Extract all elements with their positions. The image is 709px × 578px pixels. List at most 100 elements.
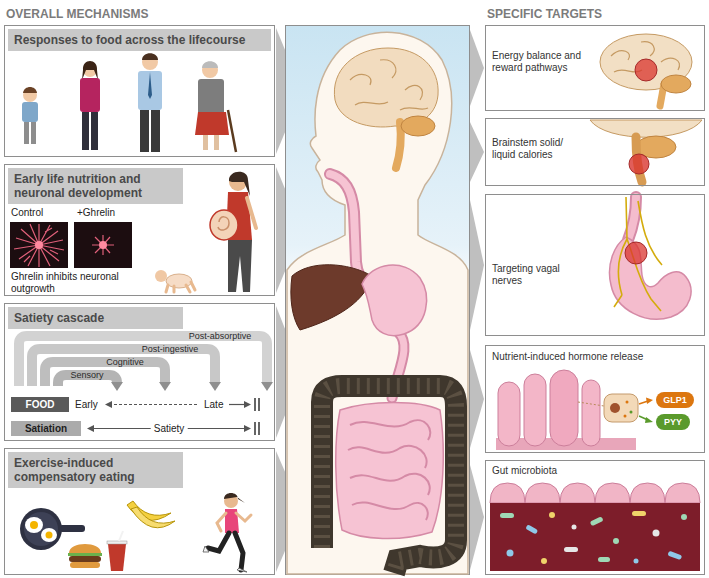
intestinal-villi — [524, 374, 546, 446]
neuron-micrograph — [92, 235, 114, 255]
lifecourse-people — [148, 72, 152, 99]
exercise-foods — [30, 521, 38, 529]
gut-microbiota — [549, 512, 555, 518]
column-heading: OVERALL MECHANISMS — [6, 7, 148, 21]
brain-target — [635, 59, 657, 81]
exercise-foods — [107, 541, 127, 544]
axis-label: Satiety — [151, 423, 188, 435]
target-panel: Gut microbiota — [485, 460, 705, 575]
satiety-cascade-arcs — [19, 336, 267, 386]
flow-chevron — [470, 122, 484, 182]
target-label: Targeting vagal nerves — [492, 263, 572, 287]
lifecourse-people — [203, 135, 208, 150]
panel-heading: Satiety cascade — [8, 307, 183, 329]
gut-microbiota — [653, 530, 660, 537]
exercise-foods — [69, 544, 101, 553]
lifecourse-people — [22, 53, 236, 152]
hormone-badge: PYY — [656, 414, 690, 430]
satiety-cascade-arcs — [209, 382, 221, 391]
lifecourse-people — [24, 122, 29, 144]
body-figure — [401, 116, 435, 136]
stomach-target — [625, 242, 647, 264]
stage-label: Cognitive — [106, 357, 144, 367]
exercise-foods — [70, 562, 100, 568]
lifecourse-people — [202, 61, 218, 68]
exercise-foods — [20, 508, 62, 550]
neuron-micrograph — [14, 224, 64, 267]
stomach-target — [614, 197, 662, 311]
satiety-cascade-arcs — [159, 382, 171, 391]
satiety-cascade-arcs — [254, 398, 256, 411]
satiety-cascade-arcs — [229, 404, 246, 405]
flow-chevron — [470, 465, 484, 570]
stage-label: Sensory — [70, 370, 103, 380]
pregnant-mother — [218, 217, 229, 230]
pregnant-mother — [228, 240, 252, 292]
body-figure — [322, 386, 456, 573]
image-caption: Early — [75, 399, 98, 411]
lifecourse-people — [91, 112, 98, 150]
lifecourse-people — [151, 110, 160, 152]
body-figure — [291, 265, 372, 330]
crawling-baby — [155, 270, 195, 292]
stage-label: Post-ingestive — [142, 344, 199, 354]
exercise-foods — [108, 544, 126, 571]
lifecourse-people — [31, 122, 36, 144]
box-label: PYY — [664, 416, 682, 428]
pregnant-mother — [210, 172, 256, 292]
panel-heading: Early life nutrition and neuronal develo… — [8, 168, 183, 204]
exercise-foods — [131, 507, 175, 528]
body-figure — [336, 403, 444, 539]
body-figure — [287, 32, 468, 574]
lifecourse-people — [23, 87, 37, 93]
box-label: GLP1 — [663, 394, 687, 406]
gut-microbiota — [667, 551, 682, 560]
gut-microbiota — [613, 538, 619, 544]
box-label: Satiation — [25, 423, 67, 435]
intestinal-villi — [645, 417, 653, 423]
gut-microbiota — [598, 557, 610, 562]
intestinal-villi — [582, 380, 600, 446]
hormone-badge: GLP1 — [656, 392, 694, 408]
mechanism-panel: Early life nutrition and neuronal develo… — [4, 164, 275, 296]
flow-chevron — [470, 200, 484, 330]
lifecourse-people — [22, 102, 38, 122]
image-caption: Ghrelin inhibits neuronal outgrowth — [11, 271, 141, 295]
flow-chevron — [470, 350, 484, 448]
target-label: Gut microbiota — [492, 465, 697, 477]
gut-microbiota — [500, 513, 514, 518]
runner — [203, 546, 247, 572]
target-panel: Targeting vagal nerves — [485, 194, 705, 336]
stomach-target — [628, 197, 636, 240]
lifecourse-people — [202, 62, 218, 78]
neuron-micrograph — [10, 222, 68, 268]
lifecourse-people — [228, 110, 236, 152]
satiety-cascade-arcs — [45, 362, 165, 386]
lifecourse-people — [140, 110, 149, 152]
intestinal-villi — [498, 382, 520, 446]
exercise-foods — [119, 531, 123, 541]
satiety-cascade-arcs — [261, 382, 273, 391]
gut-microbiota — [490, 483, 700, 571]
exercise-foods — [69, 556, 101, 562]
intestinal-villi — [630, 411, 633, 414]
exercise-foods — [59, 525, 85, 532]
image-caption: +Ghrelin — [77, 207, 115, 219]
satiety-cascade-arcs — [254, 422, 256, 435]
brainstem-target — [590, 120, 702, 137]
lifecourse-people — [138, 71, 162, 110]
intestinal-villi — [626, 401, 629, 404]
gut-microbiota — [507, 550, 514, 557]
stage-label: Post-absorptive — [189, 331, 252, 341]
exercise-foods — [25, 517, 43, 533]
pregnant-mother — [247, 198, 256, 228]
target-panel: Nutrient-induced hormone releaseGLP1PYY — [485, 345, 705, 453]
gut-microbiota — [634, 559, 639, 564]
satiety-cascade-arcs — [105, 401, 112, 408]
neuron-micrograph — [10, 222, 132, 268]
intestinal-villi — [624, 415, 627, 418]
neuron-micrograph — [99, 241, 107, 249]
gut-microbiota — [490, 483, 700, 503]
brainstem-target — [629, 154, 649, 174]
